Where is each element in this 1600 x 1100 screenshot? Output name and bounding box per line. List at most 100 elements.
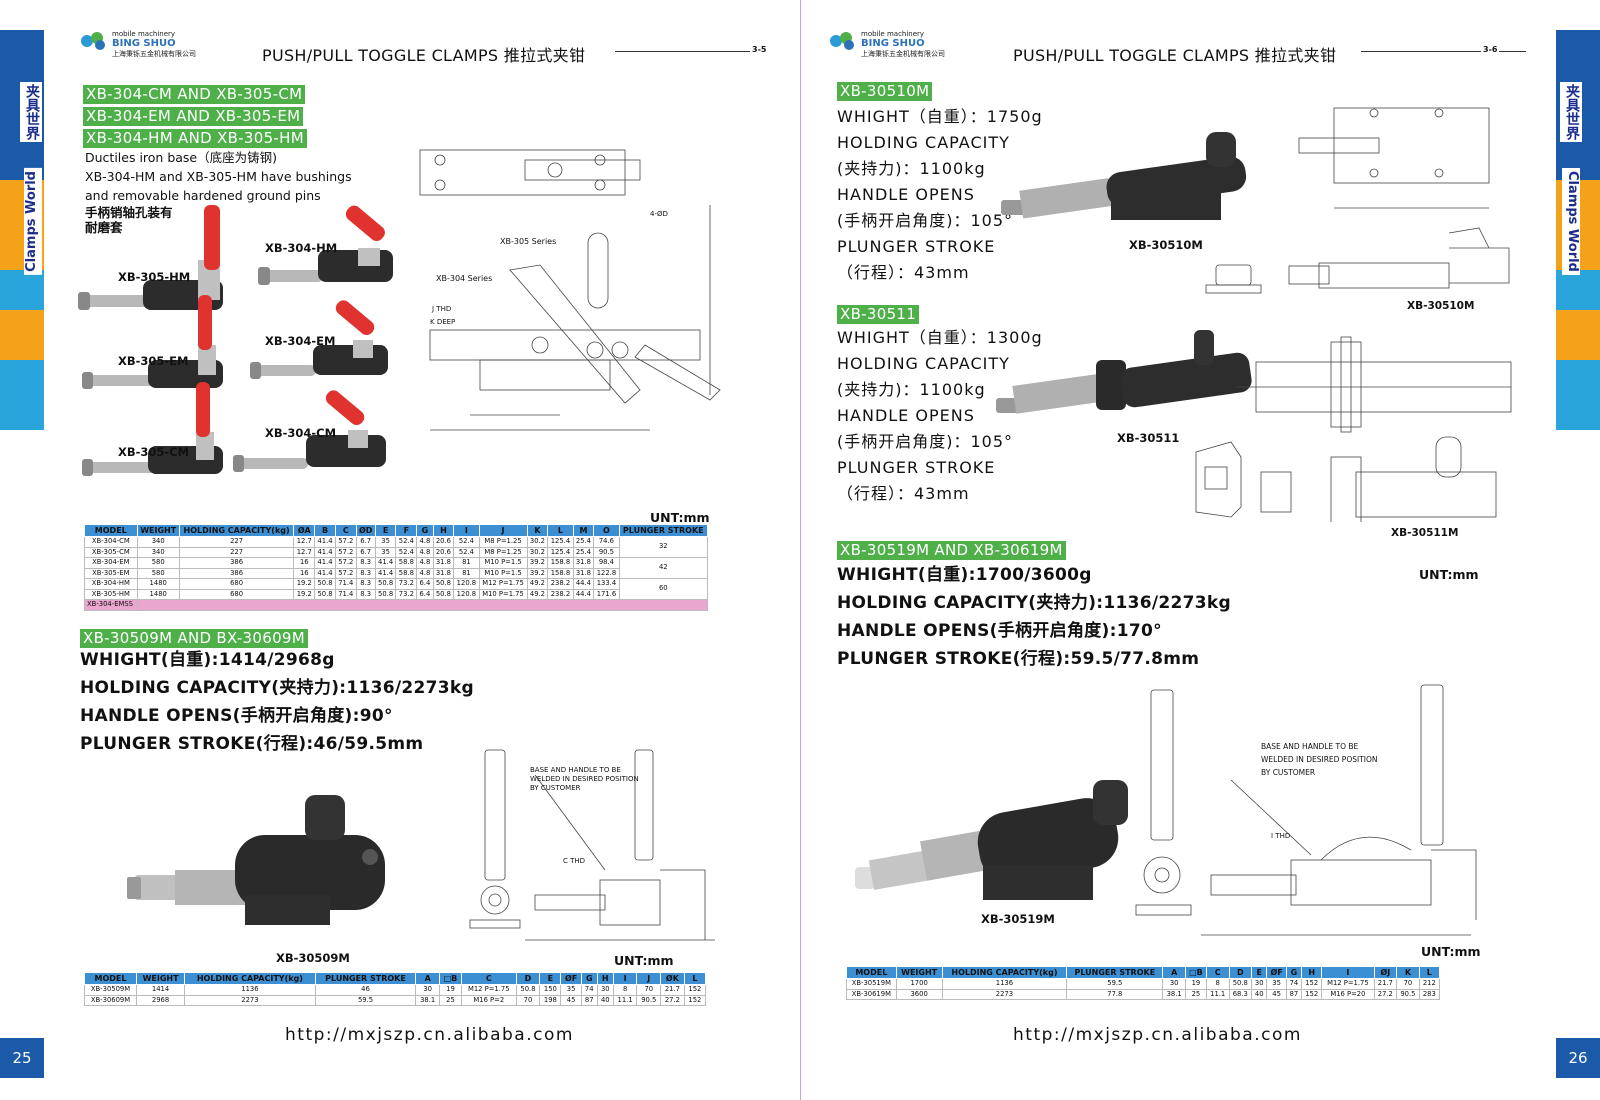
table-cell: 19.2 bbox=[293, 588, 316, 600]
table-cell: M16 P=2 bbox=[460, 994, 517, 1006]
desc-line: and removable hardened ground pins bbox=[85, 188, 321, 203]
table-cell: XB-30609M bbox=[84, 994, 137, 1006]
drawing-label: J THD bbox=[432, 305, 452, 313]
table-cell: 122.8 bbox=[593, 567, 620, 579]
table-cell: 41.4 bbox=[314, 546, 336, 558]
table-cell: 35 bbox=[374, 536, 397, 548]
table-cell: 59.5 bbox=[1066, 978, 1164, 990]
table-header-cell: C bbox=[334, 524, 357, 537]
note-line: WELDED IN DESIRED POSITION bbox=[530, 775, 639, 783]
table-cell: 50.8 bbox=[374, 578, 397, 590]
spec-line: HOLDING CAPACITY(夹持力):1136/2273kg bbox=[837, 593, 1231, 613]
table-cell: 41.4 bbox=[314, 567, 336, 579]
brand-logo: mobile machinery BING SHUO 上海秉铄五金机械有限公司 bbox=[829, 30, 945, 59]
table-cell: 16 bbox=[293, 567, 316, 579]
table-header-cell: A bbox=[415, 972, 440, 985]
table-header-cell: C bbox=[1205, 966, 1230, 979]
table-header-cell: □B bbox=[1184, 966, 1207, 979]
brand-logo: mobile machinery BING SHUO 上海秉铄五金机械有限公司 bbox=[80, 30, 196, 59]
spec-line: WHIGHT(自重):1700/3600g bbox=[837, 565, 1092, 585]
table-cell: 70 bbox=[636, 984, 662, 996]
side-color-strip: 夹具世界 Clamps World bbox=[1556, 0, 1600, 1100]
table-cell: 8.3 bbox=[355, 578, 376, 590]
table-cell: 120.8 bbox=[453, 578, 480, 590]
product-label: XB-30510M bbox=[1129, 238, 1203, 252]
product-label: XB-30519M bbox=[981, 912, 1055, 926]
toggle-clamp-photos bbox=[78, 205, 393, 476]
logo-icon bbox=[81, 32, 105, 50]
table-cell: 2968 bbox=[135, 994, 186, 1006]
drawing-title: XB-30511M bbox=[1391, 527, 1459, 539]
table-cell: 45 bbox=[1266, 988, 1287, 1000]
table-cell: 31.8 bbox=[432, 557, 455, 569]
table-header-cell: K bbox=[526, 524, 549, 537]
table-header-cell: MODEL bbox=[84, 524, 138, 537]
table-header-cell: D bbox=[1228, 966, 1253, 979]
table-cell: 158.8 bbox=[547, 557, 574, 569]
product-label: XB-305-CM bbox=[118, 445, 190, 459]
table-cell: 4.8 bbox=[416, 557, 434, 569]
table-cell: 19 bbox=[439, 984, 462, 996]
spec-line: HANDLE OPENS bbox=[837, 406, 975, 425]
table-cell: XB-304-CM bbox=[84, 536, 138, 548]
table-cell: 152 bbox=[1301, 978, 1323, 990]
table-cell: 57.2 bbox=[334, 536, 357, 548]
table-cell: 40 bbox=[596, 994, 614, 1006]
spec-line: WHIGHT（自重）：1750g bbox=[837, 107, 1043, 126]
table-cell: 1480 bbox=[136, 588, 180, 600]
table-cell: 6.7 bbox=[355, 536, 376, 548]
table-header-cell: M bbox=[572, 524, 595, 537]
table-header-cell: O bbox=[593, 524, 620, 537]
table-cell: 35 bbox=[374, 546, 397, 558]
table-cell: 38.1 bbox=[415, 994, 440, 1006]
table-cell: 8.3 bbox=[355, 557, 376, 569]
strip-cn-title: 夹具世界 bbox=[20, 82, 42, 142]
table-cell: 74.6 bbox=[593, 536, 620, 548]
unit-label: UNT:mm bbox=[1421, 944, 1481, 959]
clamp-photo-30519 bbox=[855, 780, 1128, 900]
model-tag: XB-30511 bbox=[837, 305, 920, 324]
website-link[interactable]: http://mxjszp.cn.alibaba.com bbox=[1013, 1025, 1302, 1045]
table-cell: XB-305-CM bbox=[84, 546, 138, 558]
table-cell: 20.6 bbox=[432, 546, 455, 558]
table-header-cell: I bbox=[612, 972, 638, 985]
table-cell: 50.8 bbox=[374, 588, 397, 600]
unit-label: UNT:mm bbox=[650, 510, 710, 525]
table-cell: M10 P=1.75 bbox=[478, 588, 528, 600]
table-cell: 45 bbox=[560, 994, 582, 1006]
model-tag: XB-30509M AND BX-30609M bbox=[80, 629, 308, 648]
table-cell: 20.6 bbox=[432, 536, 455, 548]
table-cell: 19.2 bbox=[293, 578, 316, 590]
table-header-cell: K bbox=[1396, 966, 1420, 979]
table-cell: 11.1 bbox=[1205, 988, 1230, 1000]
table-header-cell: G bbox=[1285, 966, 1303, 979]
table-cell: 41.4 bbox=[314, 557, 336, 569]
table-cell: 73.2 bbox=[395, 578, 418, 590]
website-link[interactable]: http://mxjszp.cn.alibaba.com bbox=[285, 1025, 574, 1045]
model-tag-30519: XB-30519M AND XB-30619M bbox=[837, 540, 1066, 560]
table-cell: 77.8 bbox=[1066, 988, 1164, 1000]
table-cell: 386 bbox=[178, 567, 295, 579]
note-line: BASE AND HANDLE TO BE bbox=[530, 766, 621, 774]
table-cell: 19 bbox=[1184, 978, 1207, 990]
model-tags-30509: XB-30509M AND BX-30609M bbox=[80, 628, 308, 648]
table-cell: 32 bbox=[618, 536, 709, 558]
unit-label: UNT:mm bbox=[614, 953, 674, 968]
table-cell: 171.6 bbox=[593, 588, 620, 600]
table-cell bbox=[136, 599, 709, 611]
table-cell: XB-30619M bbox=[846, 988, 897, 1000]
table-header-cell: MODEL bbox=[84, 972, 137, 985]
table-cell: 133.4 bbox=[593, 578, 620, 590]
table-cell: 386 bbox=[178, 557, 295, 569]
table-header-cell: F bbox=[395, 524, 418, 537]
table-header-cell: ØA bbox=[293, 524, 316, 537]
table-cell: 44.4 bbox=[572, 588, 595, 600]
table-cell: 50.8 bbox=[515, 984, 541, 996]
model-tag: XB-30510M bbox=[837, 82, 933, 101]
table-cell: M16 P=20 bbox=[1321, 988, 1375, 1000]
table-cell: 30 bbox=[596, 984, 614, 996]
table-header-cell: E bbox=[539, 972, 562, 985]
table-header-cell: HOLDING CAPACITY(kg) bbox=[184, 972, 316, 985]
